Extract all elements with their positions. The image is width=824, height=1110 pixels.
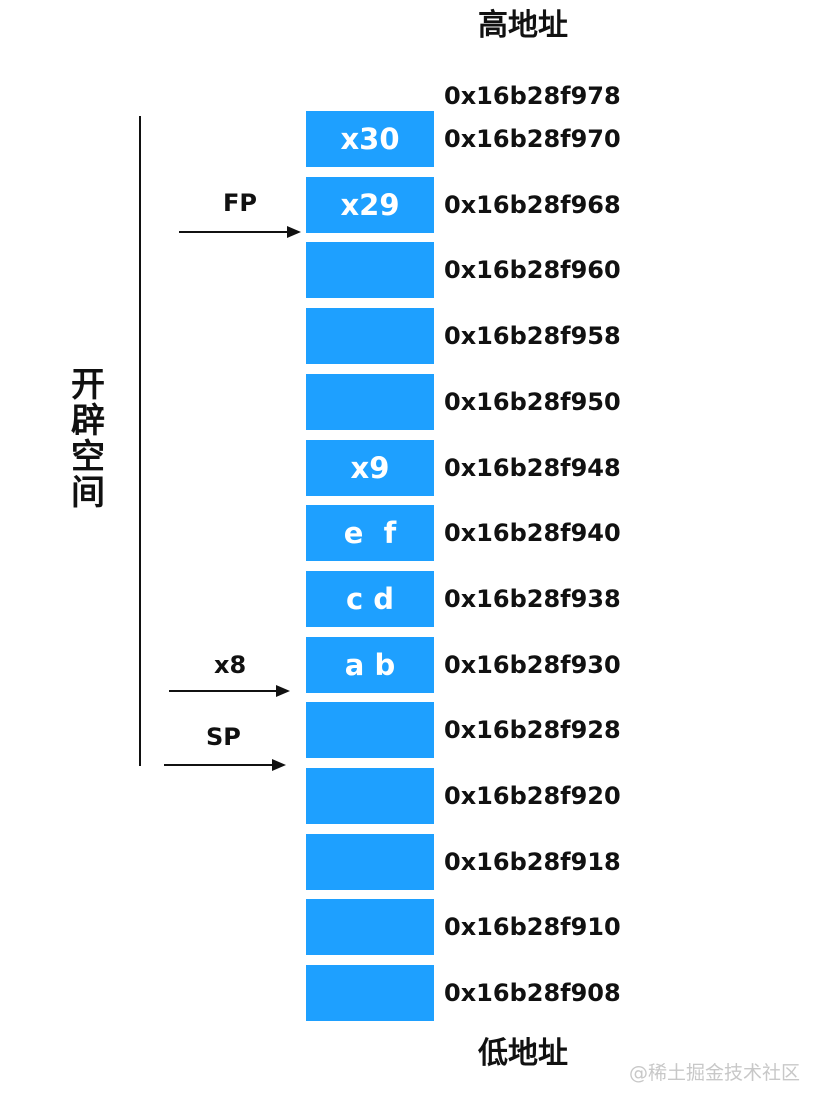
stack-slot: x9 0x16b28f948: [306, 439, 621, 496]
stack-cell: a b: [306, 636, 434, 693]
allocated-space-bracket: [139, 116, 141, 766]
x8-pointer-arrow-icon: [169, 684, 290, 698]
stack-cell: [306, 768, 434, 825]
stack-slot: 0x16b28f928: [306, 702, 621, 759]
stack-address: 0x16b28f930: [444, 650, 621, 679]
stack-slot: 0x16b28f950: [306, 373, 621, 430]
sp-label: SP: [206, 723, 241, 751]
stack-address: 0x16b28f920: [444, 782, 621, 811]
stack-cell: x29: [306, 176, 434, 233]
arrow-shaft: [164, 764, 272, 766]
stack-cell: x30: [306, 111, 434, 167]
stack-address: 0x16b28f910: [444, 913, 621, 942]
stack-cell: x9: [306, 439, 434, 496]
sp-pointer-arrow-icon: [164, 758, 286, 772]
stack-address: 0x16b28f950: [444, 387, 621, 416]
high-address-label: 高地址: [478, 8, 568, 43]
stack-cell: [306, 899, 434, 956]
stack-address: 0x16b28f968: [444, 190, 621, 219]
stack-cell: [306, 242, 434, 299]
arrow-head-icon: [287, 226, 301, 238]
stack-slot: 0x16b28f918: [306, 833, 621, 890]
stack-address: 0x16b28f938: [444, 584, 621, 613]
stack-slot: x29 0x16b28f968: [306, 176, 621, 233]
stack-address: 0x16b28f918: [444, 847, 621, 876]
stack-cell: [306, 833, 434, 890]
stack-cell: [306, 373, 434, 430]
stack-address: 0x16b28f970: [444, 125, 621, 153]
stack-address: 0x16b28f948: [444, 453, 621, 482]
allocated-space-label: 开辟空间: [71, 365, 105, 513]
x8-label: x8: [214, 651, 247, 679]
arrow-head-icon: [276, 685, 290, 697]
stack-slot: 0x16b28f920: [306, 768, 621, 825]
top-address-label: 0x16b28f978: [444, 82, 621, 110]
watermark: @稀土掘金技术社区: [628, 1062, 800, 1084]
stack-slot: 0x16b28f960: [306, 242, 621, 299]
low-address-label: 低地址: [478, 1036, 568, 1071]
arrow-shaft: [179, 231, 287, 233]
stack-slot: e f 0x16b28f940: [306, 505, 621, 562]
stack-address: 0x16b28f958: [444, 322, 621, 351]
stack-slot: a b 0x16b28f930: [306, 636, 621, 693]
stack-slot: 0x16b28f910: [306, 899, 621, 956]
fp-label: FP: [223, 189, 257, 217]
stack-address: 0x16b28f928: [444, 716, 621, 745]
arrow-shaft: [169, 690, 276, 692]
stack-cell: [306, 308, 434, 365]
stack-address: 0x16b28f908: [444, 979, 621, 1008]
stack-slot: 0x16b28f908: [306, 965, 621, 1022]
stack-slot: c d 0x16b28f938: [306, 570, 621, 627]
stack-address: 0x16b28f940: [444, 519, 621, 548]
fp-pointer-arrow-icon: [179, 225, 301, 239]
stack-memory-column: x30 0x16b28f970 x29 0x16b28f968 0x16b28f…: [306, 111, 621, 1031]
stack-cell: c d: [306, 570, 434, 627]
arrow-head-icon: [272, 759, 286, 771]
stack-slot: x30 0x16b28f970: [306, 111, 621, 167]
stack-cell: [306, 965, 434, 1022]
stack-address: 0x16b28f960: [444, 256, 621, 285]
stack-cell: [306, 702, 434, 759]
stack-cell: e f: [306, 505, 434, 562]
stack-slot: 0x16b28f958: [306, 308, 621, 365]
